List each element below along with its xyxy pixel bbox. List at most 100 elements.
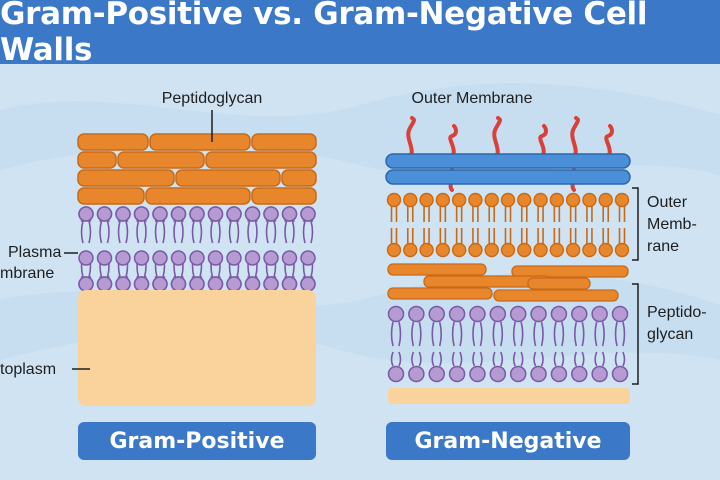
lipid-tail [284, 220, 295, 244]
gram-negative-peptidoglycan-layer [387, 263, 629, 302]
lipid-tail [228, 220, 240, 244]
lps-chain [538, 124, 548, 160]
phospholipid-head [533, 242, 548, 258]
phospholipid-head [300, 276, 316, 292]
phospholipid-head [152, 206, 168, 222]
lipid-tail [614, 321, 626, 367]
phospholipid-head [96, 206, 113, 222]
lipid-tail [569, 206, 577, 244]
gn-outer-membrane-side-label-line1: Outer [647, 194, 688, 211]
phospholipid-head [550, 305, 568, 323]
gram-positive-peptidoglycan-layer [77, 133, 317, 205]
phospholipid-head [226, 276, 242, 292]
phospholipid-head [133, 206, 150, 222]
lps-chain [604, 124, 614, 160]
phospholipid-head [428, 305, 445, 323]
lipid-tail [411, 321, 422, 367]
phospholipid-head [403, 192, 418, 208]
phospholipid-head [500, 192, 516, 208]
lipid-tail [512, 321, 524, 367]
phospholipid-head [226, 206, 242, 222]
phospholipid-head [300, 250, 316, 266]
phospholipid-head [189, 206, 205, 222]
phospholipid-head [571, 305, 588, 323]
lipid-tail [594, 321, 605, 367]
lipid-tail [602, 206, 610, 244]
phospholipid-head [469, 365, 486, 383]
phospholipid-head [244, 206, 261, 222]
peptidoglycan-brick [145, 187, 251, 205]
phospholipid-head [509, 305, 527, 323]
phospholipid-head [408, 365, 425, 383]
phospholipid-head [300, 206, 316, 222]
lipid-tail [455, 206, 463, 244]
gn-outer-membrane-bracket [632, 187, 639, 261]
lipid-tail [117, 220, 129, 244]
phospholipid-head [598, 242, 613, 258]
peptidoglycan-brick [387, 287, 493, 300]
phospholipid-head [263, 206, 279, 222]
title-banner: Gram-Positive vs. Gram-Negative Cell Wal… [0, 0, 720, 68]
phospholipid-head [549, 242, 565, 258]
phospholipid-head [115, 250, 131, 266]
phospholipid-head [207, 250, 224, 266]
phospholipid-head [533, 192, 548, 208]
gn-peptidoglycan-label-line1: Peptido- [647, 304, 707, 321]
lipid-tail [423, 206, 430, 244]
phospholipid-head [189, 276, 205, 292]
phospholipid-head [489, 305, 507, 323]
phospholipid-head [78, 250, 94, 266]
phospholipid-head [281, 206, 298, 222]
lipid-tail [406, 206, 414, 244]
phospholipid-head [468, 242, 483, 258]
peptidoglycan-brick [205, 151, 317, 169]
gp-plasma-membrane-label-line2: mbrane [0, 265, 54, 282]
phospholipid-head [489, 365, 507, 383]
lipid-tail [265, 220, 277, 244]
phospholipid-head [207, 276, 224, 292]
gn-peptidoglycan-label-line2: glycan [647, 326, 693, 343]
gp-plasma-membrane-label-line1: Plasma [8, 244, 61, 261]
lipid-tail [586, 206, 593, 244]
gram-positive-label: Gram-Positive [78, 422, 316, 460]
phospholipid-head [435, 192, 451, 208]
phospholipid-head [115, 276, 131, 292]
lipid-tail [99, 220, 110, 244]
gn-outer-membrane-top-label: Outer Membrane [412, 90, 533, 107]
peptidoglycan-brick [251, 133, 317, 151]
lipid-tail [472, 321, 483, 367]
phospholipid-head [448, 305, 466, 323]
gram-negative-label: Gram-Negative [386, 422, 630, 460]
lipid-tail [537, 206, 544, 244]
phospholipid-head [226, 250, 242, 266]
phospholipid-head [170, 206, 187, 222]
phospholipid-head [387, 365, 405, 383]
phospholipid-head [263, 276, 279, 292]
phospholipid-head [281, 250, 298, 266]
lipid-tail [488, 206, 496, 244]
phospholipid-head [565, 192, 581, 208]
peptidoglycan-brick [251, 187, 317, 205]
lipid-tail [390, 321, 402, 367]
lipid-tail [439, 206, 447, 244]
peptidoglycan-brick [149, 133, 251, 151]
phospholipid-head [517, 242, 532, 258]
peptidoglycan-brick [511, 265, 629, 278]
page-title: Gram-Positive vs. Gram-Negative Cell Wal… [0, 0, 648, 68]
lipid-tail [492, 321, 504, 367]
peptidoglycan-brick [175, 169, 281, 187]
phospholipid-head [509, 365, 527, 383]
phospholipid-head [263, 250, 279, 266]
gn-outer-membrane-side-label-line2: Memb- [647, 216, 697, 233]
lipid-tail [247, 220, 258, 244]
phospholipid-head [403, 242, 418, 258]
phospholipid-head [451, 192, 467, 208]
phospholipid-head [189, 250, 205, 266]
phospholipid-head [170, 276, 187, 292]
lipid-tail [553, 206, 561, 244]
phospholipid-head [133, 250, 150, 266]
gram-positive-plasma-membrane [78, 206, 316, 292]
peptidoglycan-brick [77, 151, 117, 169]
lps-chain [492, 116, 502, 160]
lps-chain [570, 116, 580, 160]
